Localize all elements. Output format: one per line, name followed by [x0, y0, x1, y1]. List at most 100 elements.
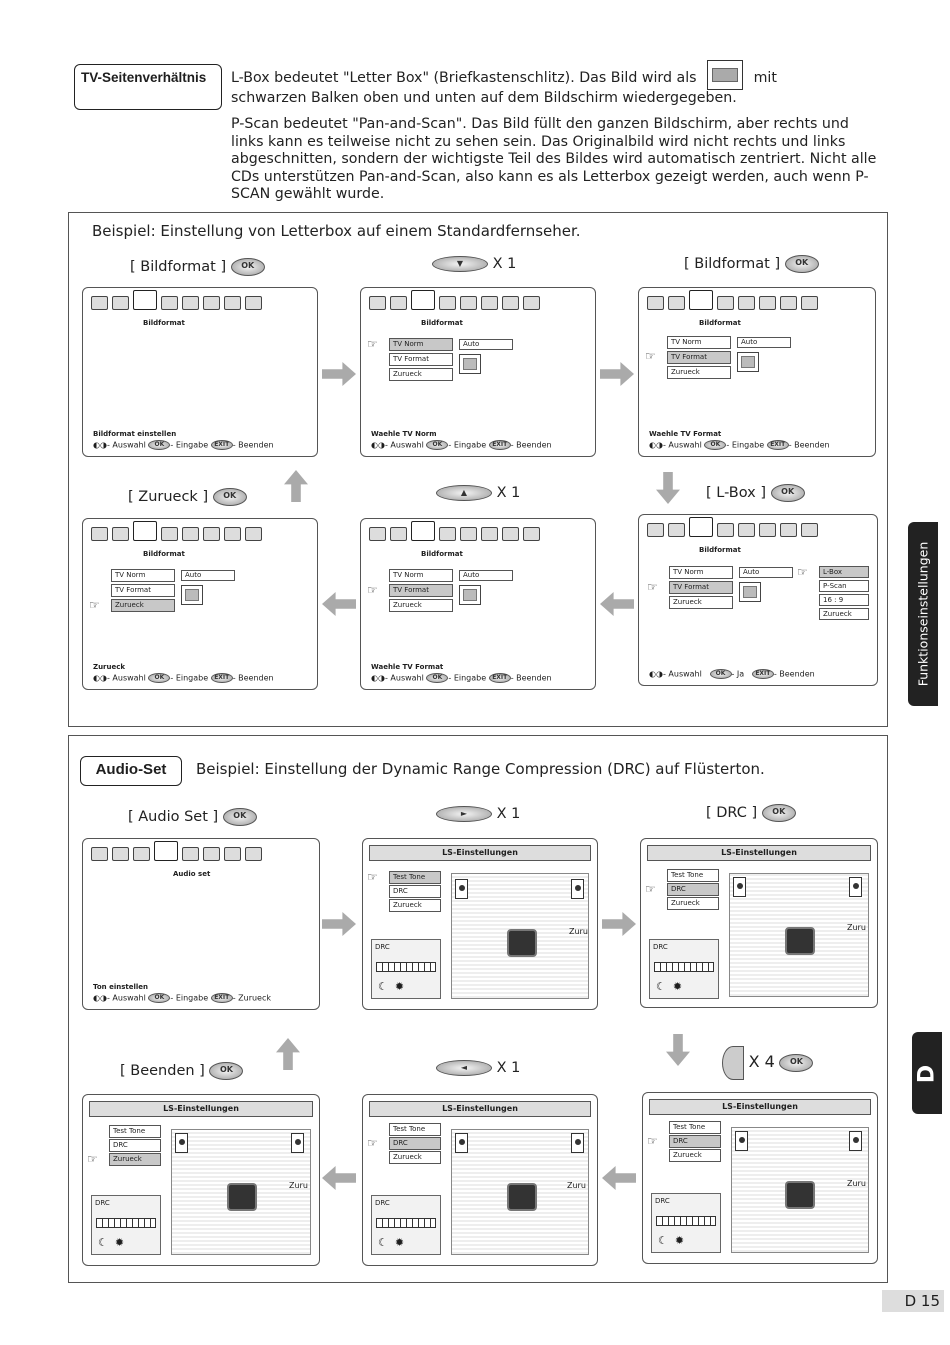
- speaker-icon: [571, 1133, 584, 1153]
- audio-step1-label: [ Audio Set ]: [128, 809, 219, 825]
- pointer-hand-icon: ☞: [367, 583, 378, 597]
- format-preview-icon: [737, 352, 759, 372]
- menu-zurueck: Zurueck: [389, 899, 441, 912]
- audio-step4-caption: [ Beenden ] OK: [120, 1062, 244, 1080]
- zuru-label: Zuru: [847, 923, 866, 932]
- speaker-icon: [571, 879, 584, 899]
- status-title: Ton einstellen: [93, 983, 148, 991]
- pointer-hand-icon: ☞: [367, 1136, 378, 1150]
- bildformat-icon: [133, 521, 157, 541]
- audio-screen-1: Audio set Ton einstellen◐◑- Auswahl OK- …: [82, 838, 320, 1010]
- menu-zurueck: Zurueck: [389, 1151, 441, 1164]
- status-bar: Bildformat einstellen◐◑- Auswahl OK- Ein…: [93, 430, 274, 450]
- screen-title: Bildformat: [143, 550, 185, 558]
- drc-box: DRC☾ ✹: [91, 1195, 161, 1255]
- status-eingabe: - Eingabe: [448, 440, 487, 450]
- status-beenden: - Beenden: [510, 440, 552, 450]
- left-arc-button-icon: [722, 1046, 744, 1080]
- menu-icon-row: [369, 290, 540, 310]
- status-zurueck: - Zurueck: [232, 993, 272, 1003]
- format-preview-icon: [181, 585, 203, 605]
- format-preview-icon: [459, 354, 481, 374]
- menu-icon: [780, 296, 797, 310]
- menu-icon-row: [369, 521, 540, 541]
- status-auswahl: - Auswahl: [384, 440, 424, 450]
- tv-step6-label: [ L-Box ]: [706, 485, 767, 501]
- menu-tv-format: TV Format: [667, 351, 731, 364]
- letterbox-text-1: L-Box bedeutet "Letter Box" (Briefkasten…: [231, 70, 697, 86]
- exit-button-icon: EXIT: [751, 669, 774, 679]
- audio-step3-caption: [ DRC ] OK: [706, 804, 796, 822]
- tv-example-caption: Beispiel: Einstellung von Letterbox auf …: [92, 222, 581, 240]
- nav-icon: ◐◑: [371, 440, 385, 450]
- exit-icon: [245, 847, 262, 861]
- pointer-hand-icon: ☞: [647, 580, 658, 594]
- audio-step1-caption: [ Audio Set ] OK: [128, 808, 257, 826]
- menu-icon: [439, 296, 456, 310]
- menu-drc: DRC: [389, 885, 441, 898]
- menu-icon: [224, 847, 241, 861]
- drc-slider: [376, 1218, 436, 1228]
- menu-icon: [161, 296, 178, 310]
- ok-button-icon: OK: [209, 1062, 244, 1080]
- bildformat-icon: [689, 517, 713, 537]
- menu-icon: [133, 847, 150, 861]
- drc-slider: [376, 962, 436, 972]
- menu-icon: [502, 296, 519, 310]
- menu-icon: [759, 523, 776, 537]
- tv-screen-4: Bildformat TV Norm TV Format ☞ Zurueck A…: [82, 518, 318, 690]
- menu-icon: [717, 523, 734, 537]
- speaker-icon: [455, 879, 468, 899]
- menu-icon-row: [647, 290, 818, 310]
- speaker-icon: [291, 1133, 304, 1153]
- ls-title-bar: LS-Einstellungen: [649, 1099, 871, 1115]
- pointer-hand-icon: ☞: [797, 565, 808, 579]
- listener-chair-icon: [507, 1183, 537, 1211]
- menu-icon-row: [91, 521, 262, 541]
- ok-button-icon: OK: [148, 993, 171, 1003]
- menu-icon: [182, 527, 199, 541]
- tv-step4-caption: [ Zurueck ] OK: [128, 488, 247, 506]
- listener-chair-icon: [785, 927, 815, 955]
- format-preview-icon: [739, 582, 761, 602]
- ok-button-icon: OK: [426, 440, 449, 450]
- pointer-hand-icon: ☞: [647, 1134, 658, 1148]
- option-16-9: 16 : 9: [819, 594, 869, 606]
- menu-icon: [91, 527, 108, 541]
- drc-slider: [654, 962, 714, 972]
- menu-zurueck: Zurueck: [389, 599, 453, 612]
- menu-tv-norm: TV Norm: [111, 569, 175, 582]
- menu-icon: [780, 523, 797, 537]
- status-bar: Waehle TV Format◐◑- Auswahl OK- Eingabe …: [649, 430, 830, 450]
- menu-icon: [203, 847, 220, 861]
- tv-example-panel: [68, 212, 888, 727]
- moon-sun-icon: ☾ ✹: [658, 1234, 685, 1247]
- status-bar: ◐◑- Auswahl OK- Ja EXIT- Beenden: [649, 669, 815, 679]
- menu-icon: [668, 523, 685, 537]
- screen-title: Bildformat: [699, 319, 741, 327]
- menu-test-tone: Test Tone: [109, 1125, 161, 1138]
- status-eingabe: - Eingabe: [726, 440, 765, 450]
- menu-icon: [738, 296, 755, 310]
- ok-button-icon: OK: [770, 484, 805, 502]
- status-auswahl: - Auswahl: [106, 993, 146, 1003]
- menu-tv-format: TV Format: [111, 584, 175, 597]
- tv-step5-label: X 1: [496, 485, 521, 501]
- menu-drc: DRC: [389, 1137, 441, 1150]
- exit-button-icon: EXIT: [766, 440, 789, 450]
- ok-button-icon: OK: [779, 1054, 814, 1072]
- moon-sun-icon: ☾ ✹: [378, 980, 405, 993]
- side-tab-d: D: [912, 1032, 942, 1114]
- drc-slider: [96, 1218, 156, 1228]
- ls-title-bar: LS-Einstellungen: [647, 845, 871, 861]
- menu-icon: [112, 847, 129, 861]
- tv-step3-caption: [ Bildformat ] OK: [684, 255, 819, 273]
- pointer-hand-icon: ☞: [367, 870, 378, 884]
- pointer-hand-icon: ☞: [87, 1152, 98, 1166]
- left-button-icon: ◄: [436, 1060, 492, 1076]
- nav-icon: ◐◑: [93, 673, 107, 683]
- audio-step3-label: [ DRC ]: [706, 805, 758, 821]
- ls-title-bar: LS-Einstellungen: [89, 1101, 313, 1117]
- tv-step6-caption: [ L-Box ] OK: [706, 484, 805, 502]
- menu-zurueck: Zurueck: [667, 366, 731, 379]
